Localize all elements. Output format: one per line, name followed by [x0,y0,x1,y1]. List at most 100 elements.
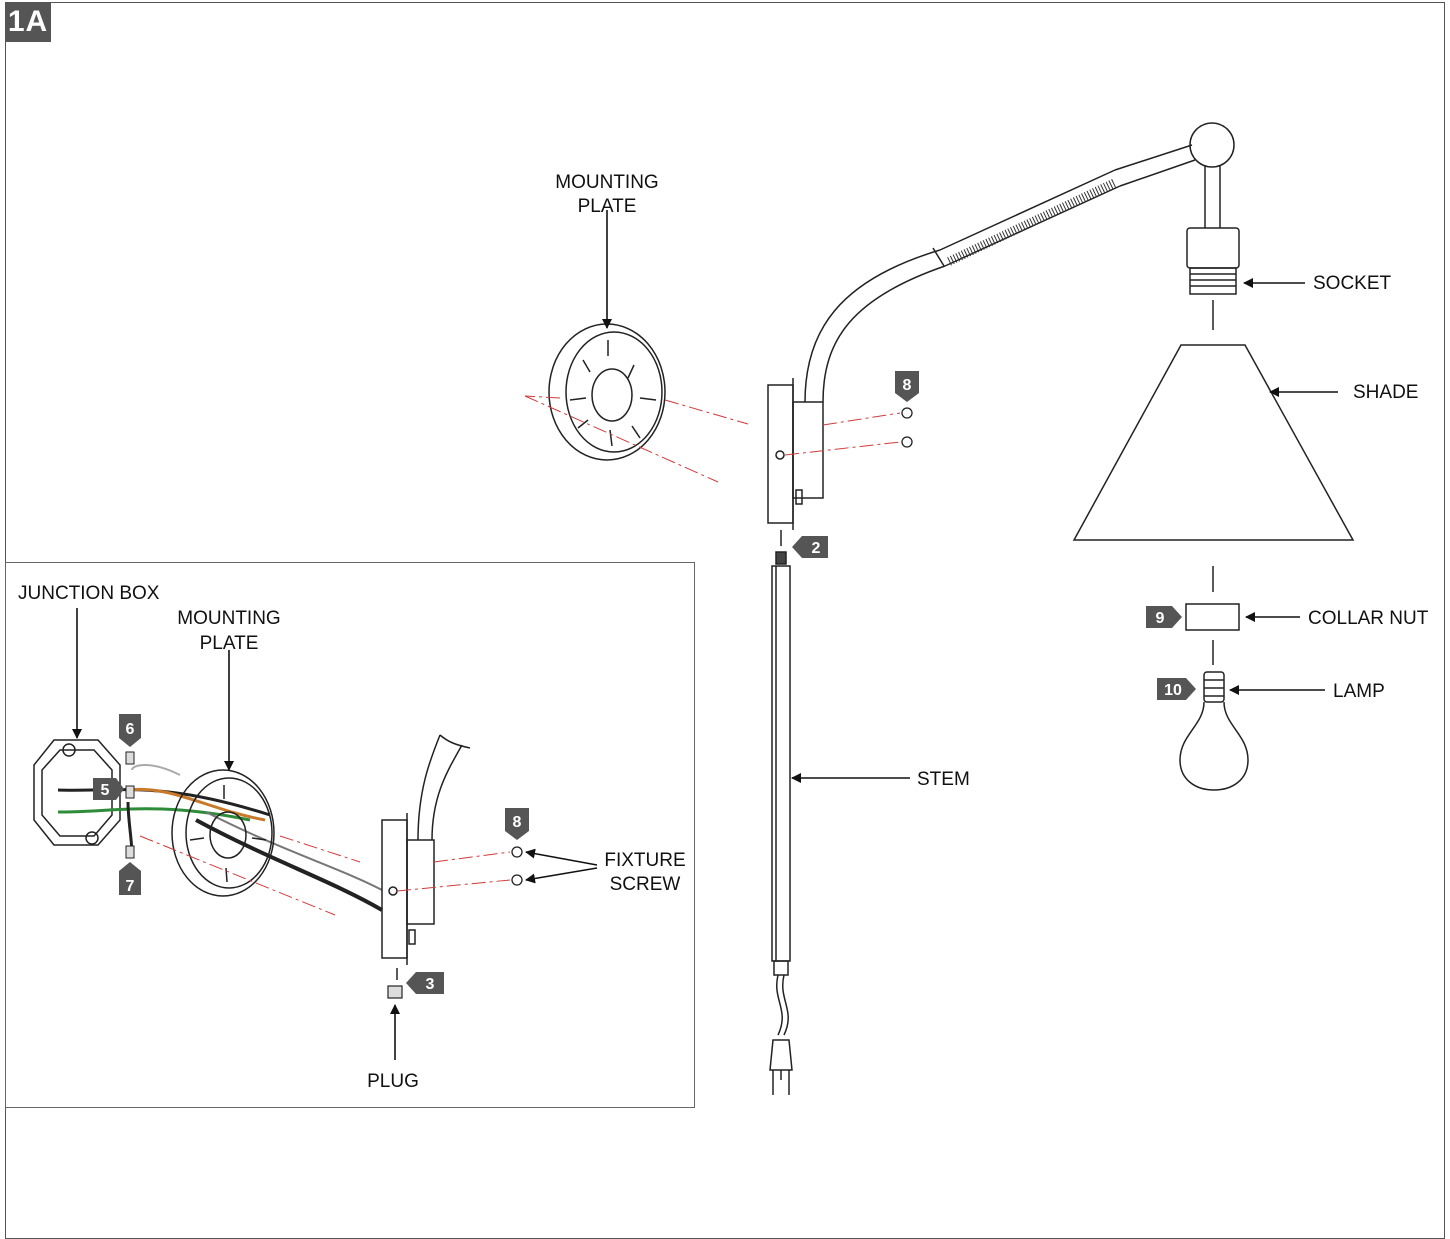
coil-ridge [1007,228,1013,237]
collar-nut-part [1185,603,1240,665]
stem-part [769,530,793,1095]
coil-ridge [1067,199,1073,209]
label-socket: SOCKET [1313,273,1392,294]
leader-arrows [72,210,1338,1060]
svg-text:2: 2 [812,540,821,557]
coil-ridge [982,240,988,249]
plug-part [387,985,403,999]
coil-ridge [1100,184,1105,193]
coil-ridge [979,241,985,250]
coil-ridge [1034,215,1040,224]
mounting-plate-inset-alignment [139,835,361,916]
step-badge-3: 3 [406,972,444,994]
coil-ridge [971,245,977,254]
coil-ridge [958,251,963,261]
label-mounting-plate-main-2: PLATE [578,196,637,217]
coil-ridge [1048,208,1054,218]
coil-ridge [1001,230,1007,240]
coil-ridge [960,250,966,260]
coil-ridge [947,256,952,266]
mounting-plate-inset [171,769,275,897]
coil-ridge [993,234,999,244]
coil-ridge [999,232,1004,241]
label-shade: SHADE [1353,382,1418,403]
mounting-plate-main-alignment [524,395,749,483]
coil-ridge [955,253,961,262]
svg-text:10: 10 [1164,682,1182,699]
svg-text:8: 8 [513,814,522,831]
step-badge-6: 6 [119,714,141,747]
coil-ridge [1012,225,1018,235]
coil-ridge [952,254,958,263]
fixture-screw-inset-alignment [396,851,511,892]
svg-text:8: 8 [903,377,912,394]
label-mounting-plate-inset-2: PLATE [200,633,259,654]
label-fixture-screw-2: SCREW [610,874,681,895]
step-badge-9: 9 [1146,606,1182,628]
fixture-screw-inset-icon [511,846,523,886]
coil-ridge [990,236,996,245]
junction-box-part [33,739,121,846]
wall-arm-inset [381,734,471,980]
lamp-part [1179,671,1249,791]
coil-ridge [1059,203,1064,213]
svg-text:9: 9 [1156,610,1165,627]
coil-ridge [1108,180,1114,189]
label-plug: PLUG [367,1071,419,1092]
inset-panel [5,562,695,1108]
svg-text:6: 6 [126,721,135,738]
coil-ridge [1026,219,1032,228]
coil-ridge [1004,229,1010,239]
coil-ridge [1102,182,1108,192]
coil-ridge [1089,189,1095,198]
coil-ridge [1023,220,1029,230]
coil-ridge [1075,195,1081,205]
coil-ridge [1045,210,1051,219]
coil-ridge [1056,204,1062,214]
coil-ridge [1051,207,1056,217]
label-stem: STEM [917,769,970,790]
step-badge-8-inset: 8 [505,808,529,840]
coil-ridge [1105,181,1111,191]
coil-ridge [1018,223,1023,232]
socket-part [1186,227,1240,330]
coil-ridge [1029,217,1034,227]
step-badge-2: 2 [792,536,828,558]
coil-ridge [988,237,993,247]
coil-ridge [974,243,980,253]
wall-arm [767,122,1235,530]
coil-ridge [1111,178,1116,188]
coil-ridge [1064,201,1070,210]
step-badge-7: 7 [119,862,141,895]
step-badge-10: 10 [1157,678,1196,700]
coil-ridge [1083,191,1089,201]
coil-ridge [963,249,969,258]
coil-ridge [1061,202,1067,211]
shade-part [1072,344,1355,592]
figure-tag: 1A [5,2,51,42]
coil-ridge [985,238,991,248]
label-mounting-plate-inset-1: MOUNTING [177,608,280,629]
label-fixture-screw-1: FIXTURE [604,850,685,871]
coil-ridge [949,255,955,265]
coil-ridge [1081,193,1086,202]
svg-text:3: 3 [426,976,435,993]
coil-ridge [996,233,1002,243]
coil-ridge [1031,216,1037,226]
coil-ridge [1040,212,1045,222]
step-badge-8-main: 8 [895,371,919,402]
svg-text:7: 7 [126,878,135,895]
coil-ridge [1037,214,1043,223]
label-collar-nut: COLLAR NUT [1308,608,1429,629]
coil-ridge [969,246,974,256]
fixture-screw-main-icon [901,407,913,448]
arm-coil [947,178,1116,266]
coil-ridge [1086,190,1092,200]
coil-ridge [1042,211,1048,221]
coil-ridge [1020,221,1026,231]
coil-ridge [1094,186,1100,196]
coil-ridge [1072,197,1078,206]
coil-ridge [977,242,982,252]
